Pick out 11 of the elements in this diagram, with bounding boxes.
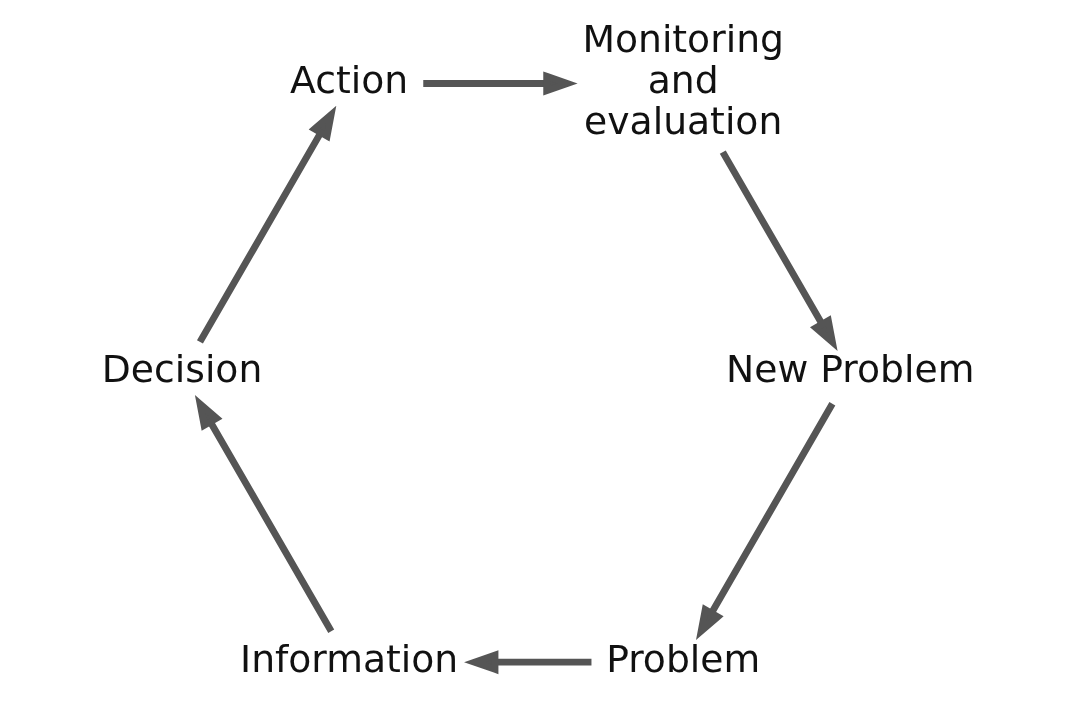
arrow: [194, 395, 335, 633]
node-text: New Problem: [726, 347, 975, 392]
node-text: Action: [290, 58, 409, 103]
arrow: [197, 105, 337, 344]
node-text: Decision: [101, 347, 263, 392]
node-text: Problem: [606, 636, 761, 681]
arrow: [464, 650, 592, 675]
arrow: [719, 150, 838, 351]
arrow: [696, 402, 836, 640]
node-text: Information: [240, 636, 459, 681]
node-text: Monitoring and evaluation: [582, 17, 784, 144]
